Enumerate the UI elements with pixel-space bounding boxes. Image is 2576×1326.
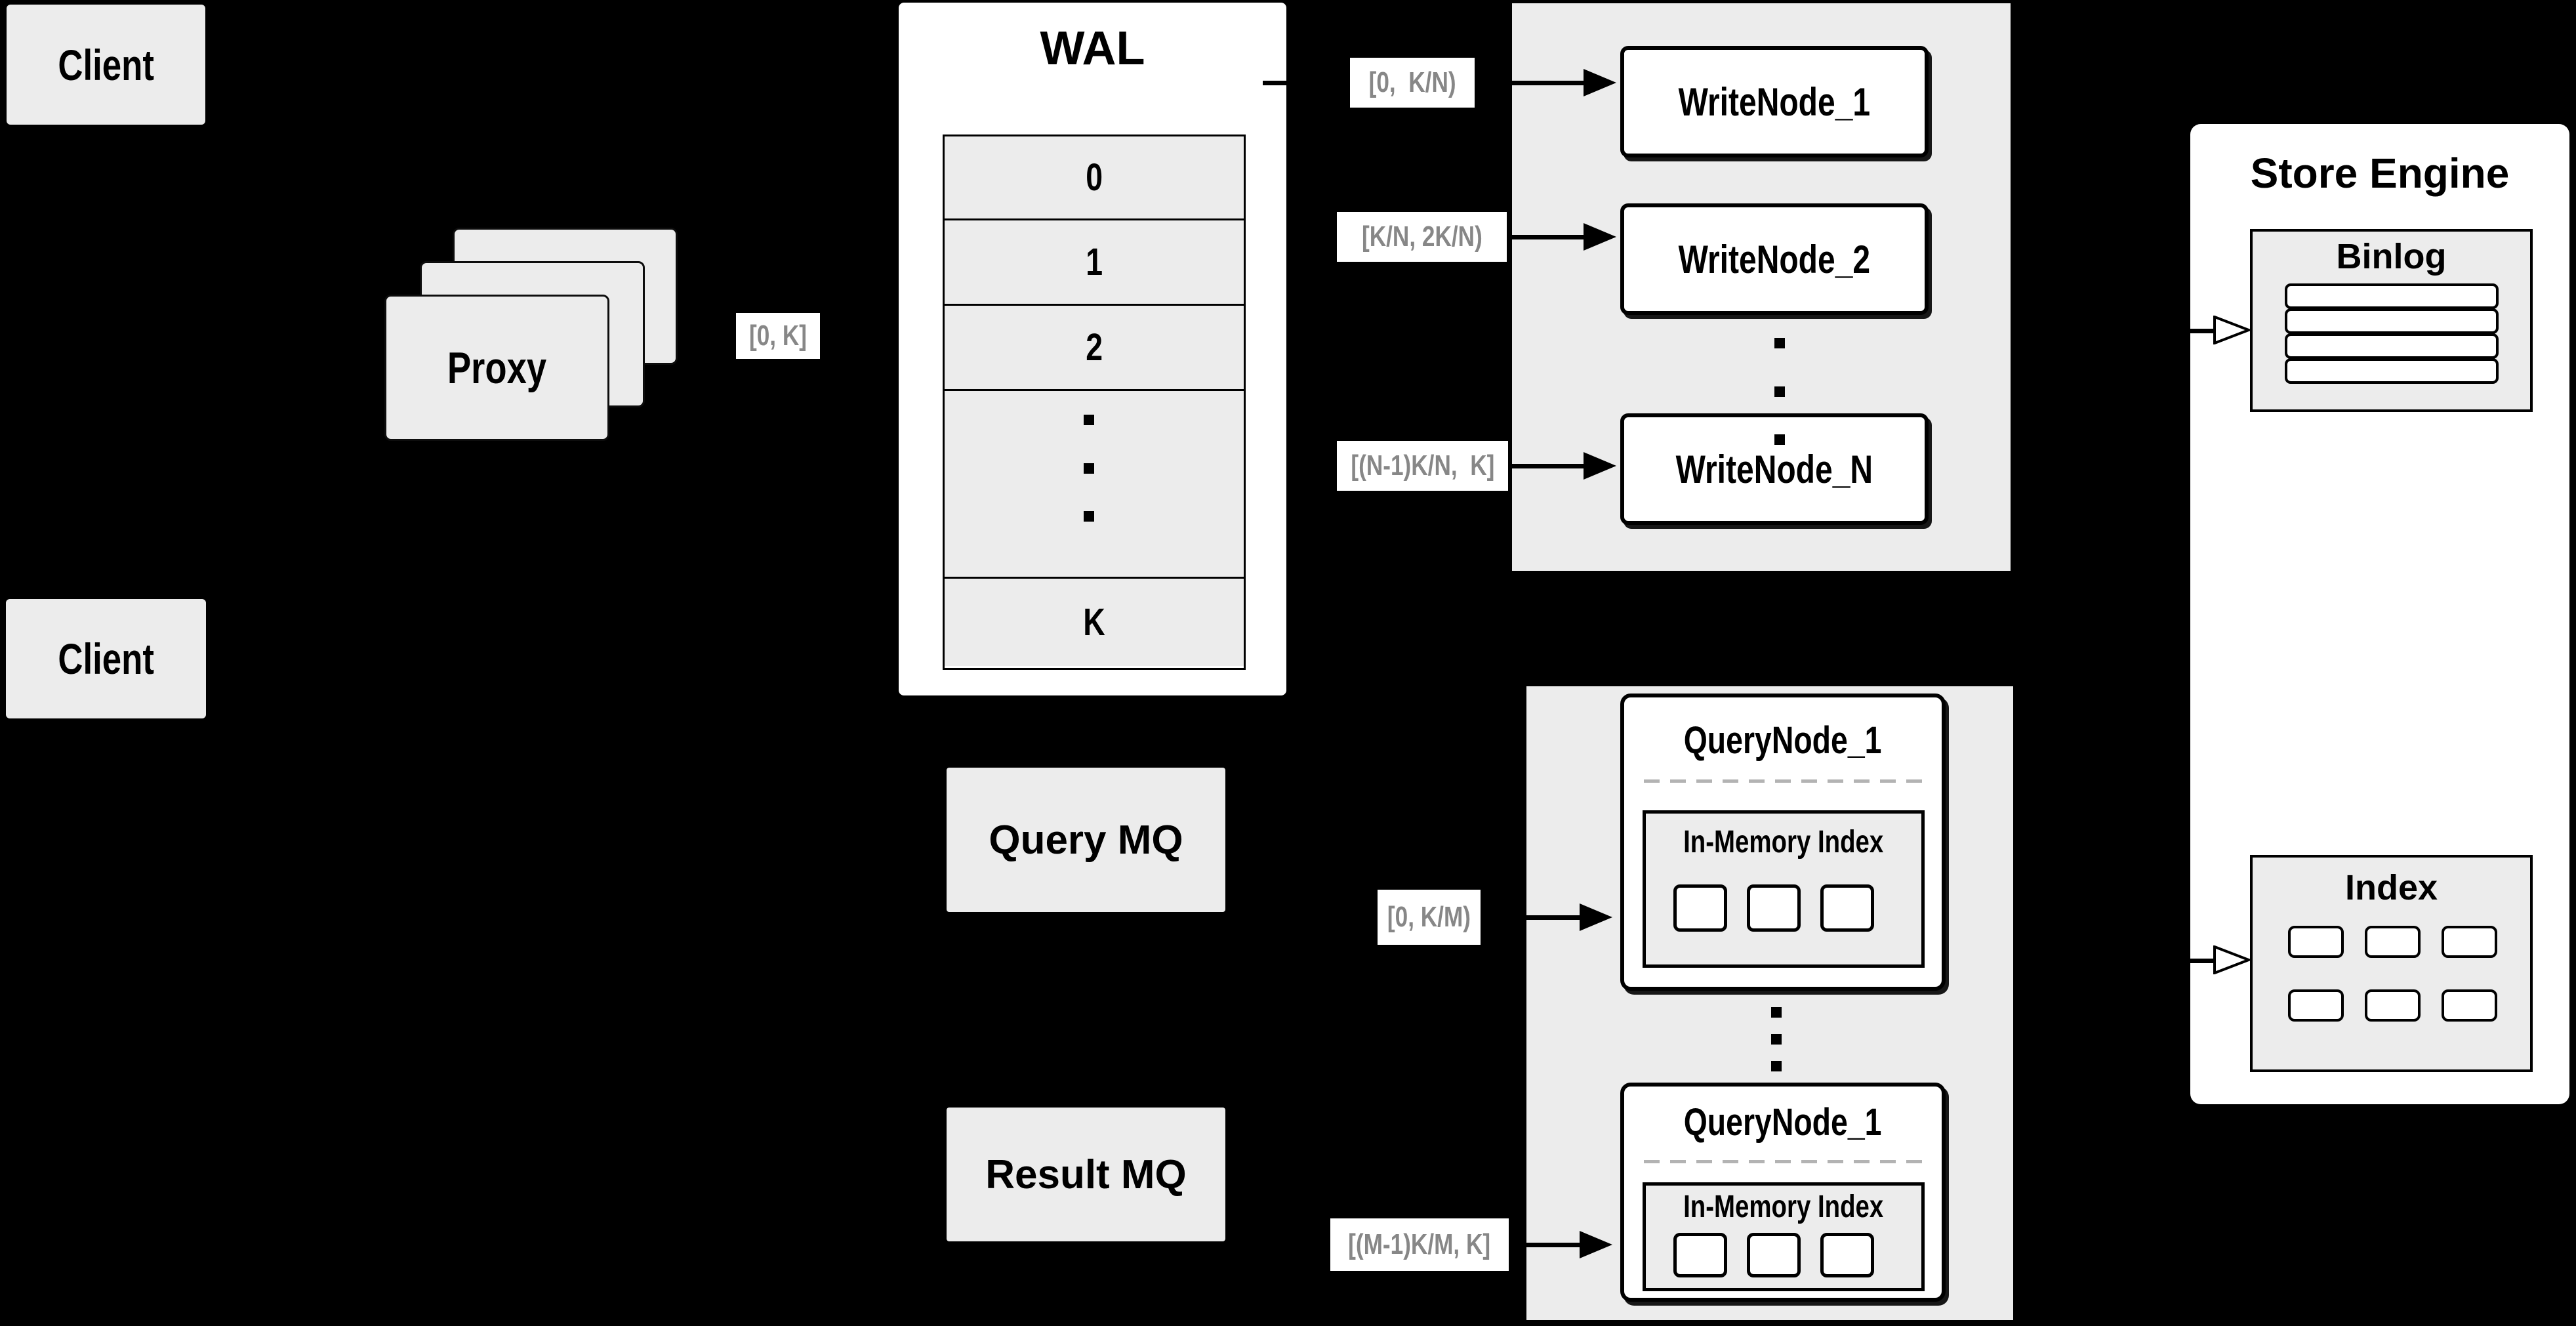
proxy-range-label: [0, K] [736, 313, 820, 359]
index-cell [2442, 926, 2497, 958]
client-box-bottom: Client [6, 599, 206, 718]
index-cell [2442, 989, 2497, 1022]
ellipsis-dot [1084, 511, 1094, 522]
index-chunk [1820, 884, 1874, 932]
ellipsis-dot [1084, 415, 1094, 425]
index-chunk [1673, 884, 1727, 932]
arrow-write-1-shaft [1475, 81, 1584, 85]
arrow-query-bottom-head [1580, 1231, 1612, 1258]
range-label-write-n: [(N-1)K/N, K] [1337, 441, 1508, 491]
arrow-write-1-head [1584, 69, 1616, 96]
ellipsis-dot [1771, 1007, 1782, 1018]
wal-connector-stub [1263, 81, 1350, 85]
client-bottom-label: Client [58, 634, 154, 683]
proxy-card-front: Proxy [384, 295, 609, 441]
wal-row: 0 [945, 136, 1244, 220]
proxy-range-text: [0, K] [749, 320, 807, 352]
index-cell [2288, 989, 2344, 1022]
arrow-write-n-shaft [1508, 464, 1584, 468]
arrow-query-bottom-shaft [1509, 1243, 1580, 1247]
wal-title: WAL [1040, 22, 1145, 75]
ellipsis-dot [1774, 386, 1785, 397]
range-label-write-1: [0, K/N) [1350, 58, 1475, 108]
range-text: [K/N, 2K/N) [1361, 220, 1482, 253]
binlog-box: Binlog [2250, 229, 2533, 412]
index-chunk [1673, 1233, 1727, 1277]
arrow-write-n-head [1584, 452, 1616, 480]
binlog-row [2285, 308, 2499, 334]
store-engine-title: Store Engine [2250, 150, 2510, 197]
index-cell [2365, 926, 2421, 958]
index-box: Index [2250, 855, 2533, 1072]
in-memory-index-top: In-Memory Index [1643, 810, 1925, 968]
client-box-top: Client [7, 5, 205, 125]
wal-row-k: K [945, 579, 1244, 666]
index-chunk [1747, 1233, 1801, 1277]
query-node-top-title: QueryNode_1 [1684, 718, 1882, 762]
arrow-binlog-shaft [2086, 329, 2216, 333]
range-label-query-bottom: [(M-1)K/M, K] [1330, 1218, 1509, 1271]
arrow-binlog-open-head [2213, 316, 2250, 344]
dashed-divider [1644, 1160, 1922, 1163]
arrow-query-top-shaft [1481, 915, 1580, 920]
arrow-query-top-head [1580, 903, 1612, 931]
dashed-divider [1644, 779, 1922, 783]
arrow-index-open-head [2213, 945, 2250, 974]
range-text: [(N-1)K/N, K] [1351, 449, 1495, 482]
arrow-write-2-head [1584, 223, 1616, 251]
write-node-n: WriteNode_N [1620, 413, 1929, 525]
binlog-row [2285, 333, 2499, 359]
ellipsis-dot [1774, 338, 1785, 348]
store-engine-panel: Store Engine Binlog Index [2190, 124, 2569, 1104]
index-title: Index [2344, 868, 2438, 907]
range-label-query-top: [0, K/M) [1378, 890, 1481, 945]
index-cell [2365, 989, 2421, 1022]
in-memory-index-top-title: In-Memory Index [1683, 824, 1884, 860]
binlog-row [2285, 283, 2499, 309]
ellipsis-dot [1774, 434, 1785, 445]
index-chunk [1820, 1233, 1874, 1277]
ellipsis-dot [1771, 1061, 1782, 1071]
result-mq-box: Result MQ [947, 1108, 1225, 1241]
binlog-title: Binlog [2336, 237, 2447, 276]
range-text: [0, K/M) [1387, 901, 1471, 933]
index-chunk [1747, 884, 1801, 932]
ellipsis-dot [1084, 463, 1094, 474]
wal-panel: WAL 0 1 2 K [899, 3, 1286, 695]
binlog-row [2285, 358, 2499, 384]
range-text: [0, K/N) [1368, 66, 1456, 98]
arrow-write-2-shaft [1507, 235, 1584, 239]
arrow-index-shaft [2086, 959, 2216, 963]
query-node-top: QueryNode_1 In-Memory Index [1620, 694, 1946, 991]
in-memory-index-bottom: In-Memory Index [1643, 1182, 1925, 1291]
query-node-bottom-title: QueryNode_1 [1684, 1100, 1882, 1144]
query-node-bottom: QueryNode_1 In-Memory Index [1620, 1083, 1946, 1302]
client-top-label: Client [58, 40, 154, 89]
ellipsis-dot [1771, 1034, 1782, 1045]
wal-table: 0 1 2 K [943, 135, 1246, 670]
write-node-1: WriteNode_1 [1620, 46, 1929, 157]
query-mq-box: Query MQ [947, 768, 1225, 912]
wal-dots-row [945, 391, 1244, 579]
proxy-label: Proxy [447, 342, 547, 393]
write-node-2: WriteNode_2 [1620, 203, 1929, 315]
wal-row: 1 [945, 220, 1244, 306]
range-label-write-2: [K/N, 2K/N) [1337, 212, 1507, 262]
index-cell [2288, 926, 2344, 958]
in-memory-index-bottom-title: In-Memory Index [1683, 1189, 1884, 1224]
wal-row: 2 [945, 306, 1244, 391]
range-text: [(M-1)K/M, K] [1348, 1228, 1491, 1260]
